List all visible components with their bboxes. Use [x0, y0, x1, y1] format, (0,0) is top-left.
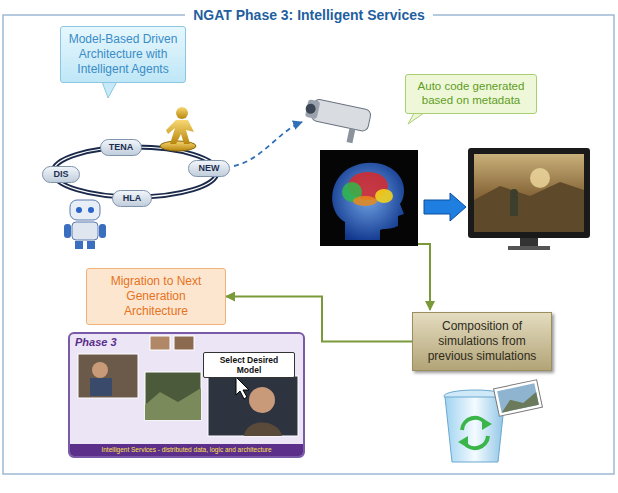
camera	[301, 97, 372, 146]
thumbnail	[208, 376, 298, 436]
recycle-symbol	[458, 436, 468, 448]
head-silhouette	[332, 163, 404, 240]
caption-band: Intelligent Services - distributed data,…	[70, 444, 303, 456]
game-soldier	[510, 189, 518, 197]
discarded-photo	[494, 380, 543, 417]
node-text: Auto code generated based on metadata	[411, 80, 531, 108]
game-explosion	[530, 168, 550, 188]
thumbnail	[78, 354, 138, 398]
robot-eye	[76, 207, 82, 213]
node-text: HLA	[116, 193, 148, 204]
robot-leg	[87, 241, 95, 249]
photo-land	[499, 392, 539, 413]
recycle-symbol	[482, 418, 492, 430]
monitor-bezel	[468, 148, 590, 238]
game-soldier	[510, 196, 518, 216]
diagram-title: NGAT Phase 3: Intelligent Services	[185, 7, 433, 23]
thumbnail-body	[90, 378, 112, 396]
callout-box: Migration to Next Generation Architectur…	[86, 268, 226, 325]
robot-leg	[75, 241, 83, 249]
flow-connector	[226, 297, 412, 342]
protocol-pill: NEW	[188, 160, 230, 177]
protocol-pill: TENA	[100, 139, 142, 156]
gold-figure	[166, 120, 194, 144]
callout-box: Auto code generated based on metadata	[405, 74, 537, 114]
process-box: Composition of simulations from previous…	[412, 312, 552, 371]
node-text: NEW	[192, 163, 226, 174]
mouse-cursor	[236, 377, 249, 399]
node-text: TENA	[104, 142, 138, 153]
photo-frame	[494, 380, 543, 417]
brain-lobe	[353, 196, 377, 206]
photo-sky	[497, 383, 539, 412]
thumbnail-body	[244, 423, 282, 437]
robot-arm	[99, 224, 106, 238]
thumbnail	[150, 336, 170, 350]
camera-mount	[347, 128, 356, 143]
flow-arrow	[418, 244, 430, 310]
title-bar: NGAT Phase 3: Intelligent Services	[0, 6, 618, 24]
monitor-stand	[520, 238, 538, 246]
node-text: DIS	[46, 169, 76, 180]
brain-lobe	[375, 189, 393, 203]
robot-head	[70, 200, 100, 220]
protocol-pill: DIS	[42, 166, 80, 183]
gold-disc	[160, 141, 196, 151]
select-button: Select Desired Model	[203, 352, 295, 378]
screenshot-panel: Phase 3 Select Desired ModelIntelligent S…	[68, 332, 305, 458]
monitor-screen	[474, 154, 584, 232]
node-text: Phase 3	[75, 336, 298, 348]
game-terrain	[474, 182, 584, 232]
node-text: Model-Based Driven Architecture with Int…	[67, 32, 179, 77]
protocol-pill: HLA	[112, 190, 152, 207]
brain-image	[320, 150, 418, 246]
camera-lens	[305, 103, 317, 115]
panel-ground	[69, 333, 304, 457]
callout-box: Model-Based Driven Architecture with Int…	[60, 26, 186, 83]
robot-body	[72, 222, 98, 240]
node-text: Select Desired Model	[207, 355, 291, 375]
camera-lens	[305, 99, 320, 119]
thumbnail	[145, 372, 201, 420]
recycle-bin	[445, 397, 505, 462]
dashed-arrow	[234, 122, 302, 166]
frame	[3, 15, 614, 474]
monitor-stand	[508, 246, 550, 250]
thumbnail-face	[92, 362, 108, 378]
node-text: Migration to Next Generation Architectur…	[93, 274, 219, 319]
thumbnail-scene	[145, 388, 201, 420]
robot-arm	[64, 224, 71, 238]
block-arrow	[424, 193, 466, 221]
gold-figure	[176, 107, 188, 119]
node-text: Intelligent Services - distributed data,…	[72, 446, 301, 454]
thumbnail	[174, 336, 194, 350]
node-text: Composition of simulations from previous…	[419, 319, 545, 364]
robot-eye	[88, 207, 94, 213]
thumbnail-face	[249, 387, 275, 413]
